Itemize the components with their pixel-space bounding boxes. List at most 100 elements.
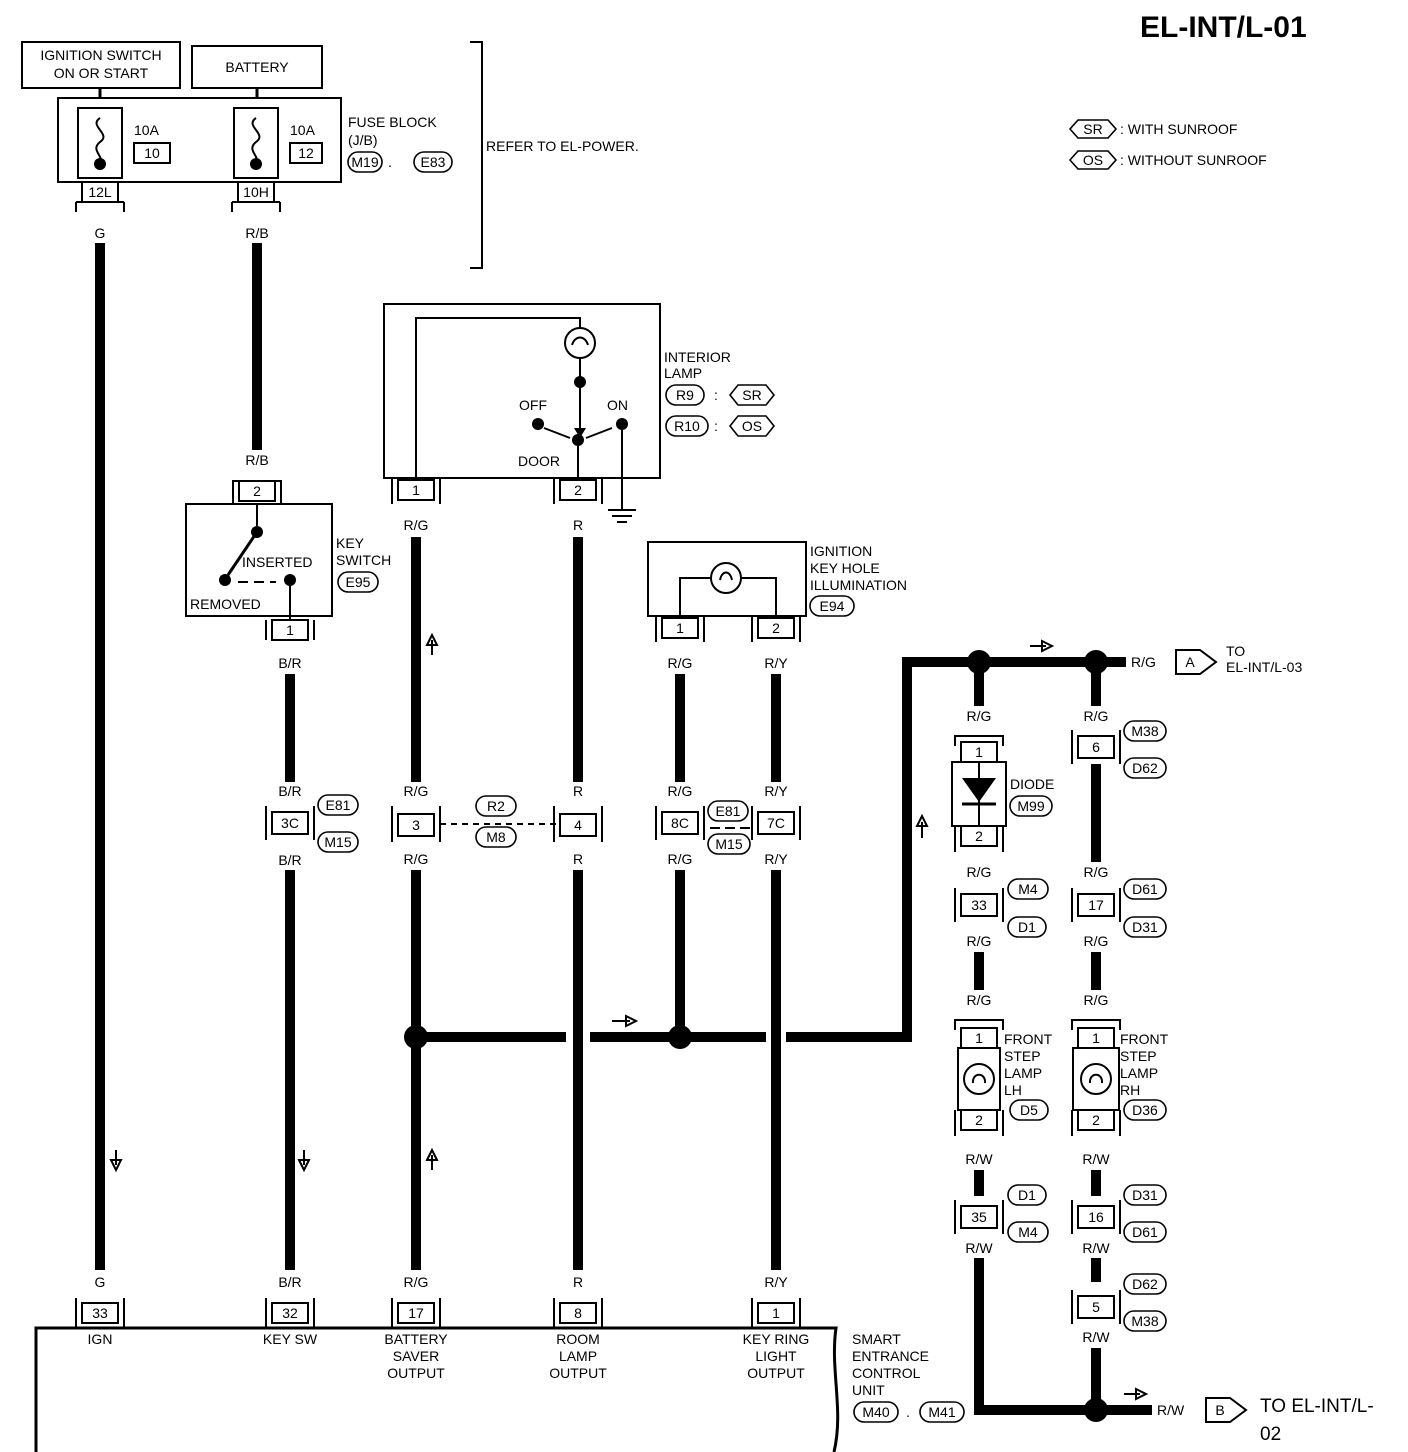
svg-text:E81: E81 xyxy=(716,803,741,819)
svg-text:7C: 7C xyxy=(767,815,785,831)
svg-text:R/G: R/G xyxy=(1084,992,1109,1008)
svg-text:.: . xyxy=(906,1404,910,1420)
svg-text:R/G: R/G xyxy=(1084,933,1109,949)
unit-pin-key-ring: 1 KEY RING LIGHT OUTPUT xyxy=(743,1298,810,1381)
svg-text:ENTRANCE: ENTRANCE xyxy=(852,1348,929,1364)
svg-text:R/G: R/G xyxy=(404,783,429,799)
svg-text:D31: D31 xyxy=(1132,1187,1158,1203)
svg-text:IGNITION SWITCH: IGNITION SWITCH xyxy=(40,47,161,63)
svg-text:17: 17 xyxy=(1088,897,1104,913)
svg-text:B/R: B/R xyxy=(278,852,301,868)
unit-pin-ign: 33 IGN xyxy=(75,1298,125,1347)
svg-text:R/Y: R/Y xyxy=(764,851,788,867)
svg-text:5: 5 xyxy=(1092,1299,1100,1315)
svg-text:R/G: R/G xyxy=(967,992,992,1008)
svg-text:M15: M15 xyxy=(324,834,351,850)
svg-text:R/W: R/W xyxy=(965,1240,993,1256)
svg-text:FRONT: FRONT xyxy=(1004,1031,1053,1047)
svg-text:E94: E94 xyxy=(820,598,845,614)
svg-text:8: 8 xyxy=(574,1305,582,1321)
svg-text:R10: R10 xyxy=(674,418,700,434)
svg-text:D61: D61 xyxy=(1132,1224,1158,1240)
svg-text:SR: SR xyxy=(742,387,761,403)
svg-text:R/Y: R/Y xyxy=(764,1274,788,1290)
svg-text:DOOR: DOOR xyxy=(518,453,560,469)
svg-text:D31: D31 xyxy=(1132,919,1158,935)
key-hole-illumination: IGNITION KEY HOLE ILLUMINATION E94 1 2 xyxy=(647,541,907,642)
unit-pin-room-lamp: 8 ROOM LAMP OUTPUT xyxy=(549,1298,607,1381)
svg-text:M99: M99 xyxy=(1017,798,1044,814)
unit-pin-battery-saver: 17 BATTERY SAVER OUTPUT xyxy=(384,1298,448,1381)
svg-text:R: R xyxy=(573,1274,583,1290)
svg-text:2: 2 xyxy=(975,1112,983,1128)
svg-text:R: R xyxy=(573,783,583,799)
to-a-label: TO xyxy=(1226,643,1245,659)
svg-text:SAVER: SAVER xyxy=(393,1348,439,1364)
svg-text:6: 6 xyxy=(1092,739,1100,755)
svg-text:OS: OS xyxy=(742,418,762,434)
svg-text:R/G: R/G xyxy=(1131,654,1156,670)
page-title: EL-INT/L-01 xyxy=(1140,11,1307,44)
svg-text:.: . xyxy=(388,154,392,170)
svg-text:: WITHOUT SUNROOF: : WITHOUT SUNROOF xyxy=(1120,152,1267,168)
svg-text:BATTERY: BATTERY xyxy=(384,1331,448,1347)
svg-text:1: 1 xyxy=(286,622,294,638)
connector-to-b[interactable]: B xyxy=(1205,1397,1248,1423)
svg-text:M19: M19 xyxy=(351,154,378,170)
ignition-switch-box: IGNITION SWITCH ON OR START xyxy=(21,41,181,89)
svg-text:IGNITION: IGNITION xyxy=(810,543,872,559)
svg-text:LAMP: LAMP xyxy=(1120,1065,1158,1081)
interior-lamp: OFF ON DOOR INTERIOR LAMP R9 : SR R10 : … xyxy=(383,303,776,523)
svg-text:CONTROL: CONTROL xyxy=(852,1365,921,1381)
svg-text:E95: E95 xyxy=(346,574,371,590)
svg-text:REMOVED: REMOVED xyxy=(190,596,261,612)
svg-text:LAMP: LAMP xyxy=(559,1348,597,1364)
svg-text:DIODE: DIODE xyxy=(1010,776,1054,792)
svg-text::: : xyxy=(714,387,718,403)
svg-text:M15: M15 xyxy=(715,836,742,852)
svg-text:16: 16 xyxy=(1088,1209,1104,1225)
svg-text:R/Y: R/Y xyxy=(764,655,788,671)
svg-text:33: 33 xyxy=(971,897,987,913)
svg-text:LAMP: LAMP xyxy=(664,365,702,381)
svg-text:R/G: R/G xyxy=(967,864,992,880)
connector-to-a[interactable]: A xyxy=(1175,649,1218,675)
svg-text:35: 35 xyxy=(971,1209,987,1225)
svg-text:17: 17 xyxy=(408,1305,424,1321)
key-switch: 2 INSERTED REMOVED 1 KEY SWITCH E95 xyxy=(185,480,391,641)
svg-text:KEY HOLE: KEY HOLE xyxy=(810,560,880,576)
svg-text:G: G xyxy=(95,225,106,241)
svg-text:BATTERY: BATTERY xyxy=(225,59,289,75)
svg-text:2: 2 xyxy=(1092,1112,1100,1128)
svg-text:R/G: R/G xyxy=(404,1274,429,1290)
svg-text:ON: ON xyxy=(607,397,628,413)
svg-text:12: 12 xyxy=(298,145,314,161)
svg-text:R/W: R/W xyxy=(965,1151,993,1167)
svg-text:D1: D1 xyxy=(1018,1187,1036,1203)
svg-text:INSERTED: INSERTED xyxy=(242,554,313,570)
svg-text:B/R: B/R xyxy=(278,783,301,799)
svg-text:D1: D1 xyxy=(1018,919,1036,935)
to-b-label: TO EL-INT/L- xyxy=(1260,1396,1374,1417)
svg-text:R/B: R/B xyxy=(245,452,268,468)
battery-box: BATTERY xyxy=(191,45,323,89)
svg-text:B/R: B/R xyxy=(278,1274,301,1290)
svg-text:R/W: R/W xyxy=(1082,1329,1110,1345)
smart-entrance-control-unit: 33 IGN 32 KEY SW 17 BATTERY SAVER OUTPUT… xyxy=(34,1298,965,1452)
svg-text:R/W: R/W xyxy=(1157,1402,1185,1418)
svg-text:R/Y: R/Y xyxy=(764,783,788,799)
svg-text:1: 1 xyxy=(676,620,684,636)
svg-text:R9: R9 xyxy=(676,387,694,403)
svg-text:OFF: OFF xyxy=(519,397,547,413)
svg-text:D36: D36 xyxy=(1132,1102,1158,1118)
svg-text:EL-INT/L-03: EL-INT/L-03 xyxy=(1226,659,1302,675)
svg-text:KEY RING: KEY RING xyxy=(743,1331,810,1347)
svg-text:M38: M38 xyxy=(1131,1313,1158,1329)
svg-text:R: R xyxy=(573,517,583,533)
svg-text:: WITH SUNROOF: : WITH SUNROOF xyxy=(1120,121,1237,137)
refer-bracket xyxy=(470,41,483,269)
svg-text:FUSE BLOCK: FUSE BLOCK xyxy=(348,114,437,130)
svg-text:KEY SW: KEY SW xyxy=(263,1331,318,1347)
svg-text:R/G: R/G xyxy=(404,851,429,867)
unit-pin-key-sw: 32 KEY SW xyxy=(263,1298,318,1347)
